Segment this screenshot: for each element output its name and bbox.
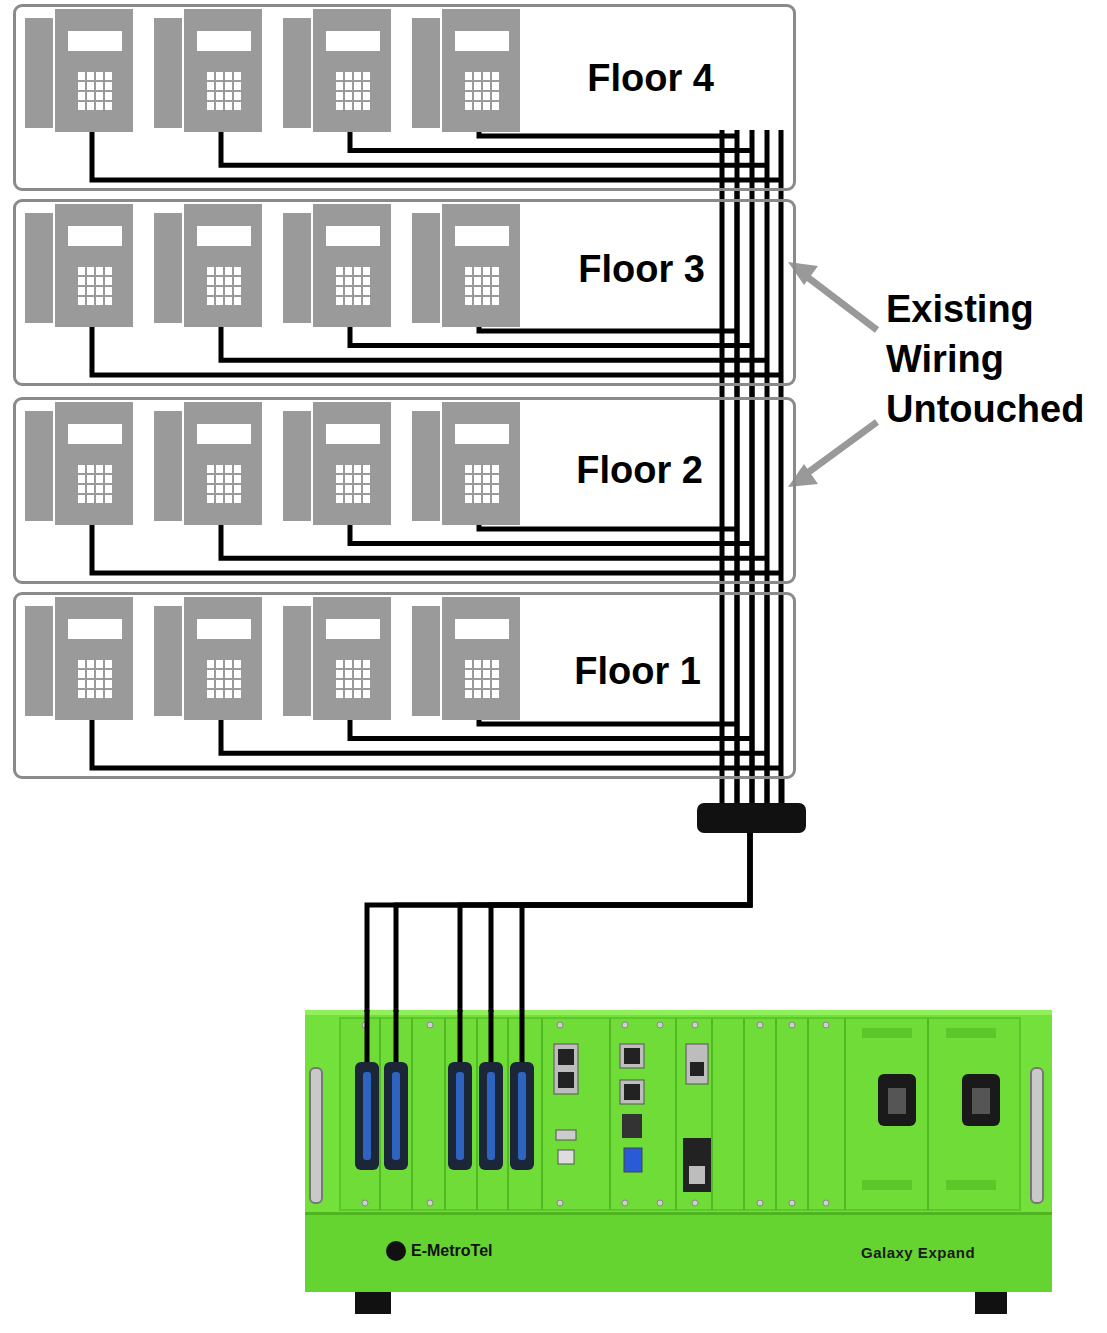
cable bbox=[458, 1010, 463, 1068]
phone-wire bbox=[221, 132, 767, 165]
phones bbox=[25, 9, 781, 818]
connector bbox=[355, 1062, 379, 1170]
phone-icon bbox=[412, 204, 737, 331]
phone-wire bbox=[221, 327, 767, 360]
brand-label: E-MetroTel bbox=[411, 1242, 492, 1260]
floor-label: Floor 1 bbox=[574, 652, 701, 690]
connector bbox=[448, 1062, 472, 1170]
floor-band: Floor 3 bbox=[13, 199, 796, 386]
callout-label: Existing Wiring Untouched bbox=[886, 284, 1102, 434]
connector bbox=[355, 1010, 534, 1170]
connector bbox=[518, 1072, 526, 1160]
phone-icon bbox=[25, 204, 781, 375]
phone-icon bbox=[283, 204, 752, 346]
floor-band: Floor 2 bbox=[13, 397, 796, 584]
phone-wire bbox=[479, 132, 737, 136]
phone-icon bbox=[25, 597, 781, 768]
connector bbox=[510, 1062, 534, 1170]
phone-wire bbox=[221, 720, 767, 753]
phone-wire bbox=[92, 525, 781, 573]
cable bbox=[520, 1010, 525, 1068]
phone-wire bbox=[479, 327, 737, 331]
wire-connector bbox=[396, 385, 752, 1013]
floor-label: Floor 2 bbox=[576, 451, 703, 489]
phone-icon bbox=[154, 204, 767, 360]
connector bbox=[392, 1072, 400, 1160]
floor-label: Floor 3 bbox=[578, 250, 705, 288]
chassis-box: E-MetroTel Galaxy Expand bbox=[305, 1012, 1052, 1290]
floor-band: Floor 1 bbox=[13, 592, 796, 779]
phone-icon bbox=[412, 597, 737, 724]
phone-wire bbox=[479, 720, 737, 724]
phone-wire bbox=[350, 132, 752, 151]
phone-wire bbox=[479, 525, 737, 529]
cable bbox=[394, 1010, 399, 1068]
callout-label: Existing Wiring Untouched bbox=[886, 288, 1084, 430]
floor-label: Floor 4 bbox=[587, 59, 714, 97]
connector bbox=[384, 1062, 408, 1170]
floor-band: Floor 4 bbox=[13, 4, 796, 191]
phone-wire bbox=[221, 525, 767, 558]
phone-icon bbox=[25, 402, 781, 573]
phone-wire bbox=[92, 720, 781, 768]
phone-wire bbox=[350, 327, 752, 346]
connector bbox=[363, 1072, 371, 1160]
phone-icon bbox=[154, 9, 767, 165]
phone-icon bbox=[283, 402, 752, 544]
connector bbox=[487, 1072, 495, 1160]
phone-icon bbox=[25, 9, 781, 180]
wire-connector bbox=[367, 190, 750, 1013]
wire-bundle bbox=[720, 130, 725, 818]
phone-wire bbox=[92, 327, 781, 375]
phone-wire bbox=[92, 132, 781, 180]
phone-wire bbox=[350, 525, 752, 544]
phone-icon bbox=[283, 9, 752, 151]
phone-icon bbox=[283, 597, 752, 739]
wire-connector bbox=[460, 583, 767, 1013]
connector bbox=[456, 1072, 464, 1160]
wire-bundle bbox=[779, 130, 784, 818]
cable-bundle-clamp bbox=[697, 803, 806, 833]
phone-icon bbox=[154, 597, 767, 753]
chassis bbox=[305, 1010, 1052, 1314]
connector bbox=[479, 1062, 503, 1170]
cable bbox=[365, 1010, 370, 1068]
model-label: Galaxy Expand bbox=[861, 1244, 975, 1261]
callout-arrow bbox=[788, 262, 877, 487]
phone-icon bbox=[154, 402, 767, 558]
cable bbox=[489, 1010, 494, 1068]
phone-icon bbox=[412, 402, 737, 529]
phone-wire bbox=[350, 720, 752, 739]
phone-icon bbox=[412, 9, 737, 136]
